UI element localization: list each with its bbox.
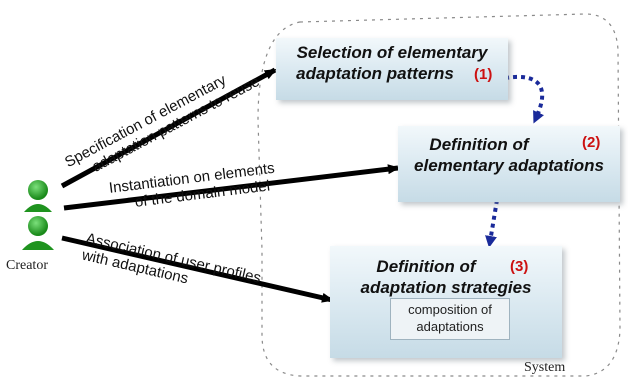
system-label: System [524, 360, 566, 375]
step-1-line-2: adaptation patterns [296, 64, 454, 83]
arrow-instantiation [63, 164, 400, 211]
step-link-2-3 [485, 199, 499, 248]
user-icon [24, 180, 52, 212]
step-box-2: Definition of elementary adaptations (2) [398, 126, 620, 202]
step-3-line-1: Definition of [376, 257, 476, 276]
composition-box: composition of adaptations [390, 298, 510, 340]
step-2-line-1: Definition of [429, 135, 529, 154]
creator-label: Creator [6, 258, 48, 273]
arrow-association [61, 235, 334, 303]
user-icon [22, 216, 54, 250]
step-1-line-1: Selection of elementary [296, 43, 488, 62]
step-box-3: Definition of adaptation strategies (3) … [330, 246, 562, 358]
step-3-line-2: adaptation strategies [360, 278, 532, 297]
composition-line-2: adaptations [416, 319, 484, 334]
step-link-1-2 [504, 74, 545, 124]
composition-line-1: composition of [408, 302, 492, 317]
arrow-specification [60, 67, 277, 189]
system-boundary [257, 13, 621, 377]
step-2-number: (2) [582, 134, 601, 151]
step-3-number: (3) [510, 258, 529, 275]
step-1-number: (1) [474, 66, 493, 83]
step-box-1: Selection of elementary adaptation patte… [276, 38, 508, 100]
step-2-line-2: elementary adaptations [414, 156, 604, 175]
